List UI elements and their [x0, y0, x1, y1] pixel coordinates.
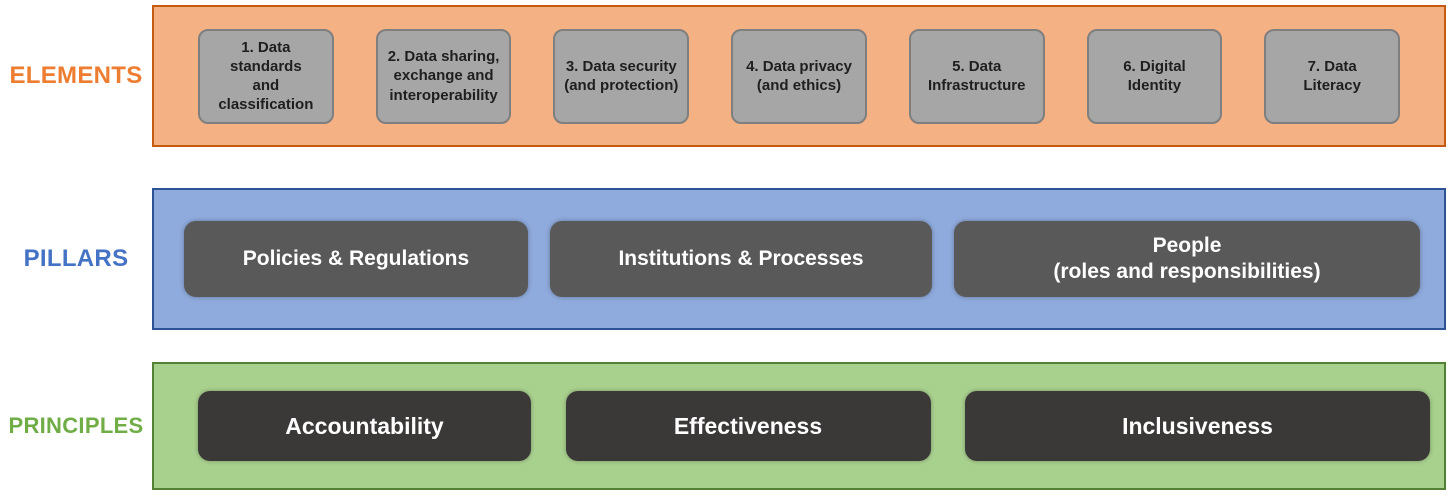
element-box-data-literacy: 7. Data Literacy [1264, 28, 1401, 124]
elements-band: 1. Data standards and classification 2. … [152, 5, 1446, 147]
principles-row: PRINCIPLES Accountability Effectiveness … [0, 362, 1450, 490]
pillars-band: Policies & Regulations Institutions & Pr… [152, 188, 1446, 330]
principle-box-effectiveness: Effectiveness [565, 391, 931, 461]
element-box-data-standards: 1. Data standards and classification [198, 28, 334, 124]
element-box-digital-identity: 6. Digital Identity [1086, 28, 1223, 124]
principle-box-accountability: Accountability [198, 391, 531, 461]
pillars-row-label: PILLARS [23, 245, 129, 272]
element-box-data-privacy: 4. Data privacy (and ethics) [731, 28, 867, 124]
pillar-box-people: People (roles and responsibilities) [954, 221, 1420, 297]
pillars-row: PILLARS Policies & Regulations Instituti… [0, 188, 1450, 330]
principles-row-label: PRINCIPLES [8, 413, 144, 438]
principle-box-inclusiveness: Inclusiveness [965, 391, 1430, 461]
element-box-data-sharing: 2. Data sharing, exchange and interopera… [375, 28, 512, 124]
principles-band: Accountability Effectiveness Inclusivene… [152, 362, 1446, 490]
element-box-data-security: 3. Data security (and protection) [553, 28, 690, 124]
pillar-box-institutions-processes: Institutions & Processes [550, 221, 932, 297]
pillar-box-policies-regulations: Policies & Regulations [184, 221, 528, 297]
elements-row: ELEMENTS 1. Data standards and classific… [0, 5, 1450, 147]
element-box-data-infrastructure: 5. Data Infrastructure [908, 28, 1045, 124]
elements-row-label: ELEMENTS [9, 62, 143, 89]
